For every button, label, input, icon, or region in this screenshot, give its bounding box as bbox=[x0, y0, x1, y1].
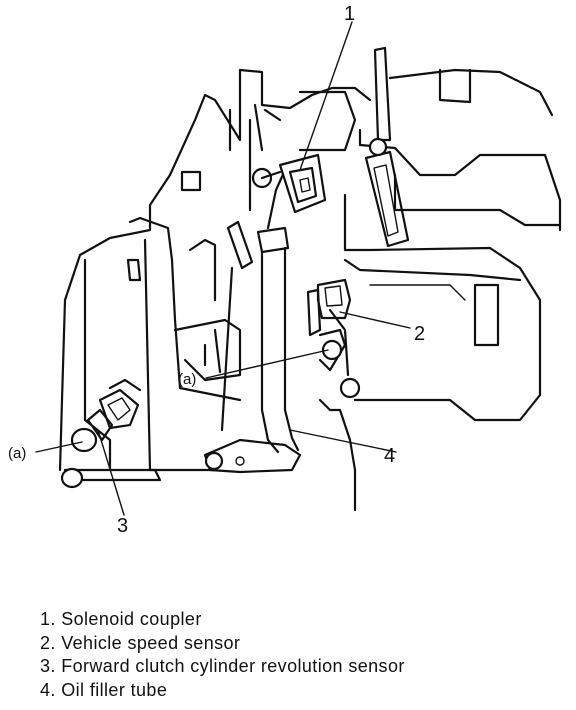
transmission-housing bbox=[58, 46, 562, 512]
oil-filler-tube bbox=[203, 168, 302, 474]
legend-item-vehicle-speed-sensor: 2. Vehicle speed sensor bbox=[40, 632, 241, 653]
legend-item-clutch-revolution-sensor: 3. Forward clutch cylinder revolution se… bbox=[40, 656, 405, 676]
dipstick bbox=[220, 220, 254, 432]
callout-3: 3 bbox=[117, 515, 128, 537]
callout-1: 1 bbox=[344, 3, 355, 25]
callout-a-left: (a) bbox=[8, 445, 26, 462]
legend-item-oil-filler-tube: 4. Oil filler tube bbox=[40, 679, 168, 700]
callout-4: 4 bbox=[384, 445, 395, 467]
transmission-diagram: 1 2 4 3 (a) (a) bbox=[8, 3, 562, 537]
slotted-bracket bbox=[364, 137, 410, 248]
callout-a-center: (a) bbox=[178, 371, 196, 388]
callout-2: 2 bbox=[414, 323, 425, 345]
leader-lines bbox=[35, 21, 411, 516]
vehicle-speed-sensor bbox=[306, 278, 361, 399]
parts-legend: 1. Solenoid coupler 2. Vehicle speed sen… bbox=[40, 608, 405, 702]
legend-item-solenoid-coupler: 1. Solenoid coupler bbox=[40, 609, 202, 629]
solenoid-coupler bbox=[251, 153, 327, 214]
clutch-revolution-sensor bbox=[70, 378, 142, 453]
